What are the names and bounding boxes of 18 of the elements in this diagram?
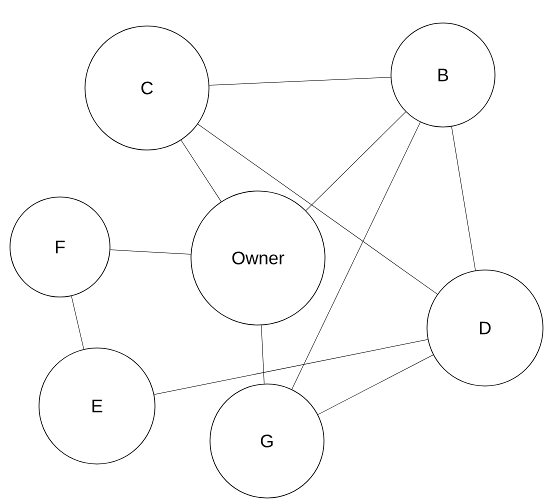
connector-line [451, 126, 476, 271]
connector-line [318, 354, 434, 415]
circle-node: C [84, 26, 210, 150]
circle-node: F [10, 196, 110, 298]
connector-line [71, 296, 84, 350]
connector-line [292, 122, 421, 390]
connector-line [198, 124, 438, 294]
connector-line [154, 339, 428, 395]
circle-node: G [210, 384, 324, 498]
connector-line [110, 250, 191, 254]
connector-line [180, 140, 222, 202]
connector-line [209, 77, 391, 86]
connector-line [261, 325, 264, 384]
circle-node: E [38, 348, 156, 464]
circle-node: B [390, 22, 496, 128]
circle-node: D [426, 270, 544, 386]
connector-line [306, 112, 406, 211]
circle-node: Owner [190, 190, 326, 326]
